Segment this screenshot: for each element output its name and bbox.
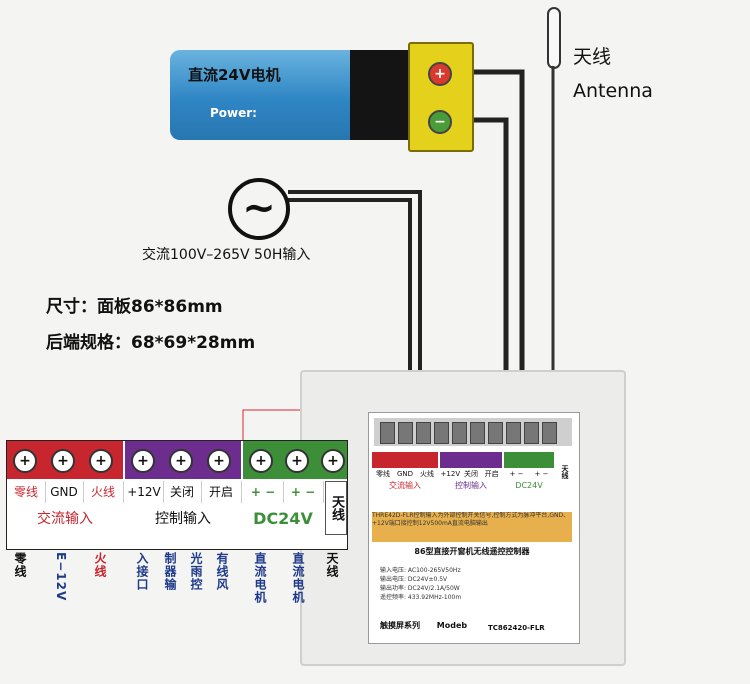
zoom-label-gnd: GND	[45, 481, 84, 503]
motor-negative-wire	[470, 117, 509, 440]
ac-source-icon: ~	[228, 178, 290, 240]
device-strip-ac: 零线 GND 火线 交流输入	[372, 452, 438, 492]
back-size-spec: 后端规格：68*69*28mm	[46, 333, 256, 353]
zoom-label-dc1: + −	[243, 481, 284, 503]
bottom-label-antenna: 天线	[325, 552, 339, 578]
zoom-screw: +	[89, 449, 113, 473]
device-strip-label: + −	[509, 470, 524, 478]
device-brand: Modeb	[436, 621, 468, 630]
zoom-screw: +	[131, 449, 155, 473]
zoom-group-ac: 交流输入	[37, 511, 93, 527]
motor-positive-screw: +	[428, 62, 452, 86]
motor-body	[170, 50, 370, 140]
motor-terminal-block: + −	[408, 42, 474, 152]
zoom-dc-section: + + +	[243, 441, 347, 479]
device-strip-label: +12V	[440, 470, 461, 478]
device-strip-label: 关闭	[464, 470, 478, 478]
device-strip-label: 开启	[484, 470, 499, 478]
motor-title: 直流24V电机	[188, 66, 281, 84]
zoom-screw: +	[285, 449, 309, 473]
device-strip-label: + −	[534, 470, 549, 478]
device-spec-line: 输出电压: DC24V±0.5V	[380, 576, 448, 583]
bottom-label-neutral: 零线	[13, 552, 27, 578]
ac-wave-glyph: ~	[242, 185, 276, 231]
motor-cap	[350, 50, 412, 140]
device-notes: THRE42D-FLR控制输入为外部控制开关信号,控制方式为脉冲平台,GND、+…	[372, 512, 572, 542]
device-strip-antenna: 天线	[561, 465, 569, 479]
antenna-label-cn: 天线	[573, 46, 612, 68]
device-group-label: 控制输入	[455, 481, 487, 490]
device-terminal	[488, 422, 503, 444]
zoom-label-dc2: + −	[283, 481, 324, 503]
bottom-label-controller: 制器输	[163, 552, 177, 591]
motor-positive-wire	[470, 69, 525, 440]
device-strip-label: GND	[396, 470, 414, 478]
zoom-control-section: + + +	[125, 441, 241, 479]
device-terminal	[416, 422, 431, 444]
motor-power-label: Power:	[210, 106, 257, 120]
device-series: 触摸屏系列 Modeb	[380, 620, 467, 631]
zoom-ac-section: + + +	[7, 441, 123, 479]
zoom-antenna-label: 天线	[325, 481, 347, 535]
bottom-label-dc-motor-2: 直流电机	[291, 552, 305, 604]
ac-wire-1	[288, 190, 422, 380]
bottom-label-live: 火线	[93, 552, 107, 578]
terminal-zoom-box: + + + + + + + + + 零线 GND 火线 +12V 关闭 开启 +…	[6, 440, 348, 550]
device-terminal	[452, 422, 467, 444]
zoom-label-12v: +12V	[125, 481, 164, 503]
device-terminal	[506, 422, 521, 444]
device-strip-label: 零线	[376, 470, 390, 478]
device-strip-label: 火线	[420, 470, 434, 478]
motor-negative-screw: −	[428, 110, 452, 134]
zoom-label-live: 火线	[83, 481, 124, 503]
antenna-label: 天线 Antenna	[573, 40, 653, 108]
device-model-title: 86型直接开窗机无线遥控控制器	[414, 547, 530, 556]
bottom-label-input: 入接口	[135, 552, 149, 591]
zoom-screw: +	[249, 449, 273, 473]
device-series-name: 触摸屏系列	[380, 621, 420, 630]
zoom-group-dc: DC24V	[253, 509, 313, 528]
device-strip-dc: + − + − DC24V	[504, 452, 554, 492]
zoom-screw: +	[207, 449, 231, 473]
device-terminal	[380, 422, 395, 444]
zoom-screw: +	[51, 449, 75, 473]
ac-wire-2	[288, 198, 412, 380]
antenna-tip	[547, 7, 561, 69]
device-spec-line: 遥控频率: 433.92MHz-100m	[380, 594, 462, 601]
device-terminal	[434, 422, 449, 444]
device-strip-control: +12V 关闭 开启 控制输入	[440, 452, 502, 492]
antenna-label-en: Antenna	[573, 80, 653, 102]
device-terminal	[398, 422, 413, 444]
device-terminal	[542, 422, 557, 444]
zoom-screw: +	[13, 449, 37, 473]
zoom-label-neutral: 零线	[7, 481, 46, 503]
bottom-label-dc-motor-1: 直流电机	[253, 552, 267, 604]
zoom-screw: +	[169, 449, 193, 473]
device-group-label: 交流输入	[389, 481, 421, 490]
bottom-label-wired: 有线风	[215, 552, 229, 591]
device-terminal	[470, 422, 485, 444]
device-specs: 输入电压: AC100-265V50Hz 输出电压: DC24V±0.5V 输出…	[380, 566, 461, 602]
device-spec-line: 输入电压: AC100-265V50Hz	[380, 567, 461, 574]
zoom-screw: +	[321, 449, 345, 473]
zoom-label-close: 关闭	[163, 481, 202, 503]
zoom-label-open: 开启	[201, 481, 242, 503]
bottom-label-12v: E−12V	[54, 552, 68, 602]
device-terminal	[524, 422, 539, 444]
device-group-label: DC24V	[515, 481, 543, 490]
device-model-number: TC862420-FLR	[488, 624, 545, 632]
zoom-group-control: 控制输入	[155, 511, 211, 527]
panel-size-spec: 尺寸：面板86*86mm	[46, 297, 223, 317]
dc-motor: + − 直流24V电机 Power:	[170, 42, 474, 152]
device-spec-line: 输出功率: DC24V/2.1A/50W	[380, 585, 460, 592]
bottom-label-rain: 光雨控	[189, 552, 203, 591]
ac-input-label: 交流100V–265V 50H输入	[142, 247, 311, 263]
